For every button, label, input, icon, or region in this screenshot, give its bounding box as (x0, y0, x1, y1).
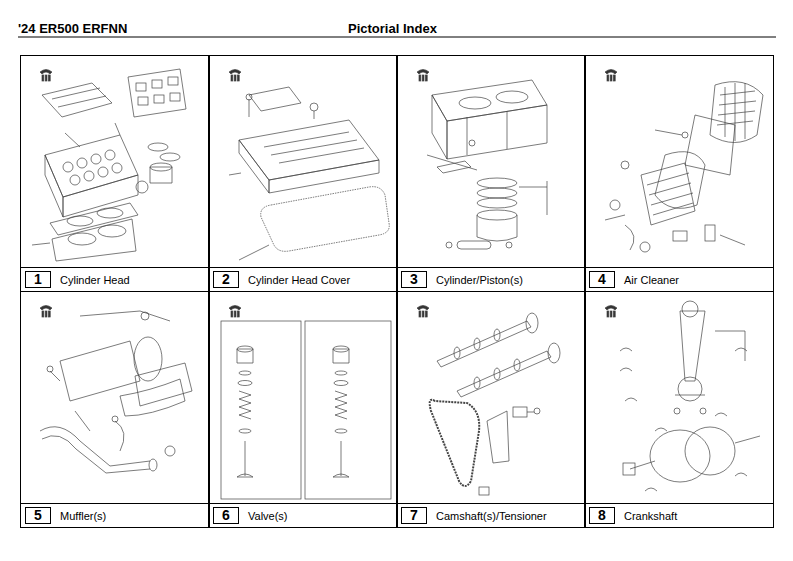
panel-caption: Crankshaft (624, 510, 677, 522)
index-number-box: 2 (213, 271, 239, 288)
cylinder-piston-figure (417, 70, 547, 250)
caption-divider (585, 267, 773, 268)
panel-caption: Cylinder Head (60, 274, 130, 286)
index-number: 2 (222, 272, 230, 287)
index-panel: Cylinder Head 1 (20, 55, 210, 292)
index-panel: Camshaft(s)/Tensioner 7 (396, 291, 586, 528)
index-number-box: 4 (589, 271, 615, 288)
index-number: 7 (410, 508, 418, 523)
index-number: 4 (598, 272, 606, 287)
index-number: 3 (410, 272, 418, 287)
index-panel: Crankshaft 8 (584, 291, 774, 528)
index-number-box: 7 (401, 507, 427, 524)
panel-caption: Camshaft(s)/Tensioner (436, 510, 547, 522)
index-number-box: 5 (25, 507, 51, 524)
index-panel: Muffler(s) 5 (20, 291, 210, 528)
index-number: 6 (222, 508, 230, 523)
index-panel: Valve(s) 6 (208, 291, 398, 528)
page-title: Pictorial Index (348, 21, 437, 36)
crankshaft-figure (605, 301, 760, 491)
index-number: 1 (34, 272, 42, 287)
air-cleaner-figure (605, 70, 763, 253)
head-cover-figure (229, 70, 389, 261)
panel-caption: Valve(s) (248, 510, 288, 522)
camshaft-figure (417, 306, 560, 496)
model-code: '24 ER500 ERFNN (18, 21, 127, 36)
index-number-box: 3 (401, 271, 427, 288)
index-number: 5 (34, 508, 42, 523)
index-number-box: 1 (25, 271, 51, 288)
caption-divider (209, 503, 397, 504)
caption-divider (21, 503, 209, 504)
index-number: 8 (598, 508, 606, 523)
valve-figure (221, 306, 391, 500)
cylinder-head-figure (32, 69, 186, 261)
panel-caption: Air Cleaner (624, 274, 679, 286)
caption-divider (209, 267, 397, 268)
panel-caption: Muffler(s) (60, 510, 106, 522)
muffler-figure (40, 306, 192, 474)
caption-divider (397, 503, 585, 504)
caption-divider (397, 267, 585, 268)
index-number-box: 8 (589, 507, 615, 524)
header-rule (18, 37, 776, 38)
index-panel: Air Cleaner 4 (584, 55, 774, 292)
caption-divider (21, 267, 209, 268)
panel-caption: Cylinder Head Cover (248, 274, 350, 286)
index-panel: Cylinder/Piston(s) 3 (396, 55, 586, 292)
index-panel: Cylinder Head Cover 2 (208, 55, 398, 292)
caption-divider (585, 503, 773, 504)
index-number-box: 6 (213, 507, 239, 524)
panel-caption: Cylinder/Piston(s) (436, 274, 523, 286)
